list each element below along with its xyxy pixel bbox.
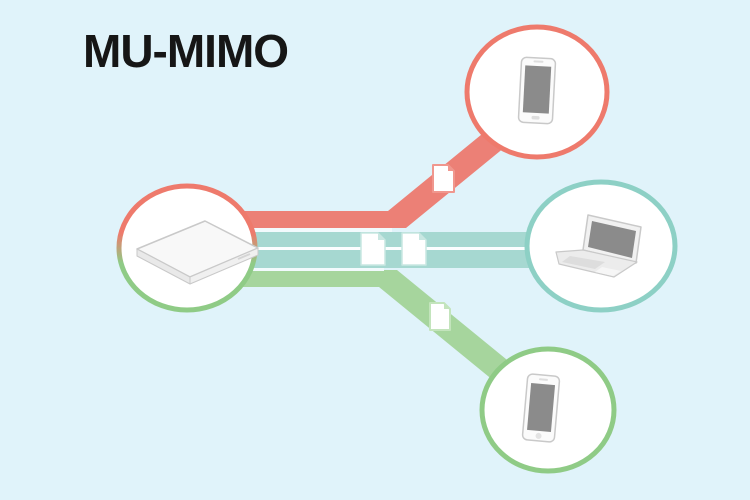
phone-screen — [522, 65, 552, 114]
router-front-detail — [237, 253, 251, 260]
phone-screen — [527, 383, 556, 432]
file-fold — [444, 303, 450, 309]
phone-home-bar — [531, 115, 540, 120]
page-title: MU-MIMO — [83, 25, 289, 77]
file-page — [360, 232, 386, 266]
file-fold — [378, 233, 385, 240]
file-page — [401, 232, 427, 266]
stream-red-band — [230, 121, 516, 228]
smartphone-icon — [521, 373, 561, 443]
laptop-screen — [588, 221, 636, 258]
phone-home-button — [535, 432, 542, 439]
file-page — [432, 164, 455, 193]
file-fold — [448, 165, 454, 171]
smartphone-icon — [517, 56, 557, 125]
laptop-trackpad — [595, 267, 621, 276]
file-icon — [360, 232, 386, 266]
band-gap-bottom — [234, 268, 384, 271]
laptop-keyboard — [562, 256, 605, 269]
stream-green-band — [230, 270, 512, 381]
phone-speaker — [533, 60, 544, 63]
file-icon — [432, 164, 455, 193]
laptop-icon — [555, 214, 642, 278]
phone-earpiece — [538, 378, 548, 381]
router-icon — [136, 220, 259, 285]
file-icon — [429, 302, 451, 331]
file-icon — [401, 232, 427, 266]
file-page — [429, 302, 451, 331]
file-fold — [419, 233, 426, 240]
band-gap-top — [234, 228, 392, 232]
teal-stream-divider — [240, 247, 540, 250]
